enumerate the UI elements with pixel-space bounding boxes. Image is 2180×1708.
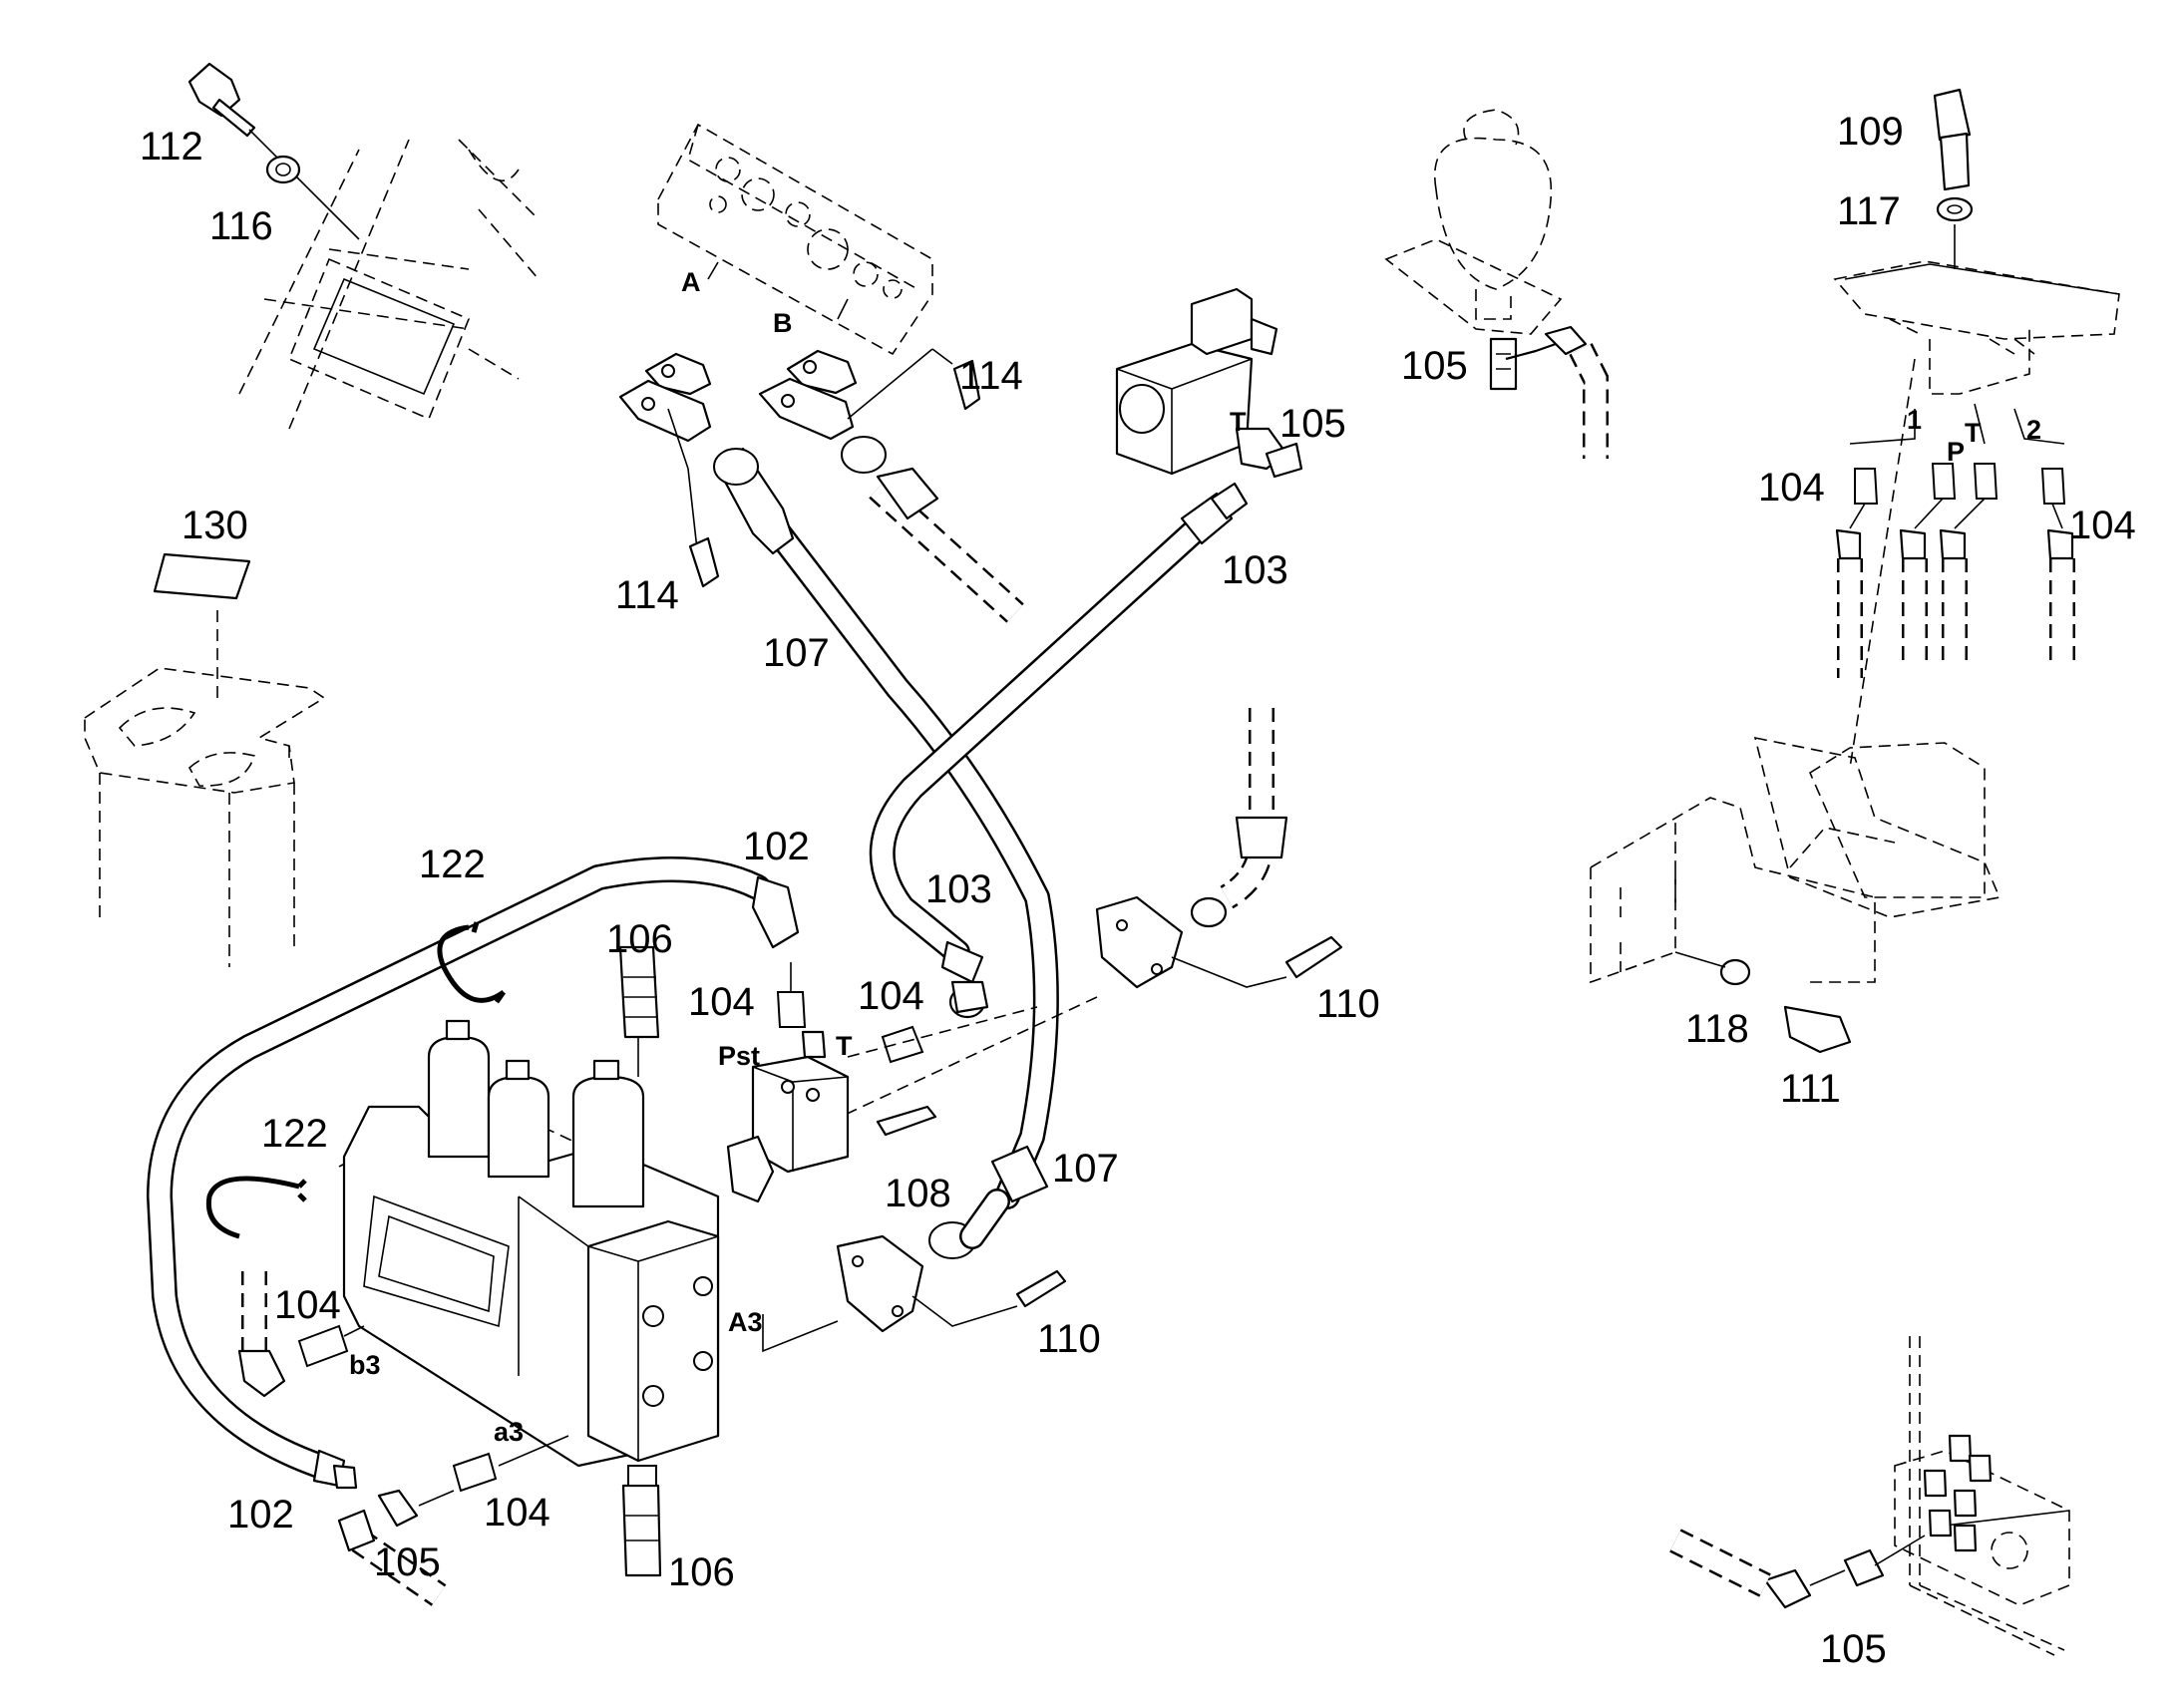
control-valve-block xyxy=(338,945,720,1577)
callout-110-upper: 110 xyxy=(1316,982,1380,1026)
callout-105-right: 105 xyxy=(1820,1627,1887,1671)
port-label-t-pilot: T xyxy=(1965,418,1982,448)
callout-104-b3: 104 xyxy=(274,1283,341,1327)
port-label-a: A xyxy=(681,267,701,297)
callout-112: 112 xyxy=(140,125,203,169)
callout-107-lower: 107 xyxy=(1052,1147,1119,1191)
port-label-t-solenoid: T xyxy=(1230,407,1247,437)
port-label-2: 2 xyxy=(2026,415,2041,445)
callout-103-upper: 103 xyxy=(1222,548,1288,592)
port-label-a3-port: A3 xyxy=(728,1307,763,1337)
callout-104-top: 104 xyxy=(688,980,755,1024)
hose-107 xyxy=(713,447,1059,1259)
callout-106-upper: 106 xyxy=(606,917,673,961)
callout-labels: 112 116 130 114 114 107 107 103 103 105 … xyxy=(140,110,2136,1671)
bolt-112-assembly xyxy=(187,62,540,430)
port-label-pst: Pst xyxy=(718,1041,760,1071)
port-label-t-pst: T xyxy=(836,1031,853,1061)
callout-122-upper: 122 xyxy=(419,843,486,886)
lower-right-manifold xyxy=(1669,1336,2070,1656)
callout-130: 130 xyxy=(182,504,248,547)
callout-114-upper: 114 xyxy=(959,354,1023,398)
callout-103-lower: 103 xyxy=(925,867,992,911)
port-label-b: B xyxy=(773,308,793,338)
port-label-a3: a3 xyxy=(494,1417,524,1447)
callout-122-lower: 122 xyxy=(261,1112,328,1156)
callout-104-t: 104 xyxy=(858,974,924,1018)
part-130-bracket xyxy=(84,552,326,967)
pilot-control-valve xyxy=(1590,88,2120,1054)
solenoid-valve xyxy=(1115,287,1303,479)
callout-110-lower: 110 xyxy=(1037,1317,1101,1361)
manifold-flange-assembly xyxy=(618,123,1024,623)
callout-105-accumulator: 105 xyxy=(1401,344,1468,388)
callout-104-pilot-right: 104 xyxy=(2069,504,2136,547)
flange-110-lower xyxy=(762,1234,1067,1353)
callout-106-lower: 106 xyxy=(668,1550,735,1594)
callout-102-lower: 102 xyxy=(227,1493,294,1537)
hose-103 xyxy=(869,482,1249,1019)
snap-rings-122 xyxy=(205,921,507,1239)
hose-102 xyxy=(147,856,800,1490)
port-label-b3: b3 xyxy=(349,1350,381,1380)
accumulator xyxy=(1384,109,1609,459)
port-labels: A B T T P 1 2 Pst T A3 b3 a3 xyxy=(349,267,2041,1447)
callout-105-left: 105 xyxy=(374,1540,441,1584)
callout-102-upper: 102 xyxy=(743,825,810,868)
callout-111: 111 xyxy=(1780,1067,1841,1111)
b3-a3-fittings xyxy=(237,1271,569,1606)
callout-109: 109 xyxy=(1837,110,1904,154)
callout-118: 118 xyxy=(1685,1007,1749,1051)
callout-105-solenoid: 105 xyxy=(1279,402,1346,446)
callout-108: 108 xyxy=(885,1172,951,1215)
callout-107-upper: 107 xyxy=(763,631,830,675)
callout-104-a3: 104 xyxy=(484,1491,550,1535)
callout-114-lower: 114 xyxy=(615,573,679,617)
callout-104-pilot-left: 104 xyxy=(1758,466,1825,510)
port-label-p-pilot: P xyxy=(1947,437,1965,467)
callout-116: 116 xyxy=(209,204,273,248)
port-label-1: 1 xyxy=(1907,405,1922,435)
pst-block xyxy=(726,962,1038,1203)
callout-117: 117 xyxy=(1837,189,1901,233)
hose-110-upper xyxy=(797,708,1343,1138)
